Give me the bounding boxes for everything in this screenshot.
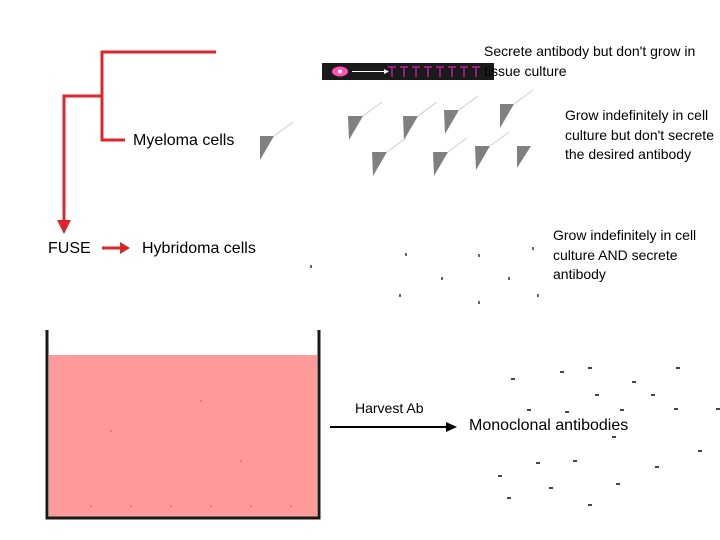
fuse-label: FUSE: [48, 240, 91, 257]
myeloma-cell-icon: [348, 116, 363, 140]
b-cell-note: Secrete antibody but don't grow in tissu…: [484, 43, 696, 79]
myeloma-cell-tails: [273, 89, 534, 153]
fuse-right-arrow-icon: [120, 242, 130, 254]
myeloma-cell-icon: [500, 104, 514, 128]
monoclonal-label: Monoclonal antibodies: [469, 417, 629, 434]
hybridoma-cells: [310, 247, 539, 304]
myeloma-cell-icon: [403, 116, 418, 140]
culture-vessel: [45, 330, 321, 520]
myeloma-cell-icon: [433, 152, 448, 176]
myeloma-cells: [260, 104, 531, 176]
harvest-label: Harvest Ab: [355, 400, 424, 416]
flow-lines: [62, 50, 216, 250]
hybridoma-note: Grow indefinitely in cell culture AND se…: [553, 227, 697, 282]
myeloma-cell-icon: [372, 152, 387, 176]
b-cell-with-antibodies-icon: [322, 63, 494, 80]
myeloma-note: Grow indefinitely in cell culture but do…: [565, 107, 714, 162]
arrow-right-icon: [330, 422, 457, 432]
fuse-down-arrow-icon: [57, 220, 71, 234]
monoclonal-antibody-marks: [498, 367, 720, 506]
hybridoma-label: Hybridoma cells: [142, 240, 256, 257]
myeloma-cell-icon: [517, 146, 531, 168]
myeloma-cell-icon: [475, 146, 490, 170]
myeloma-cell-icon: [260, 136, 274, 160]
myeloma-label: Myeloma cells: [133, 132, 235, 149]
myeloma-cell-icon: [444, 110, 459, 134]
